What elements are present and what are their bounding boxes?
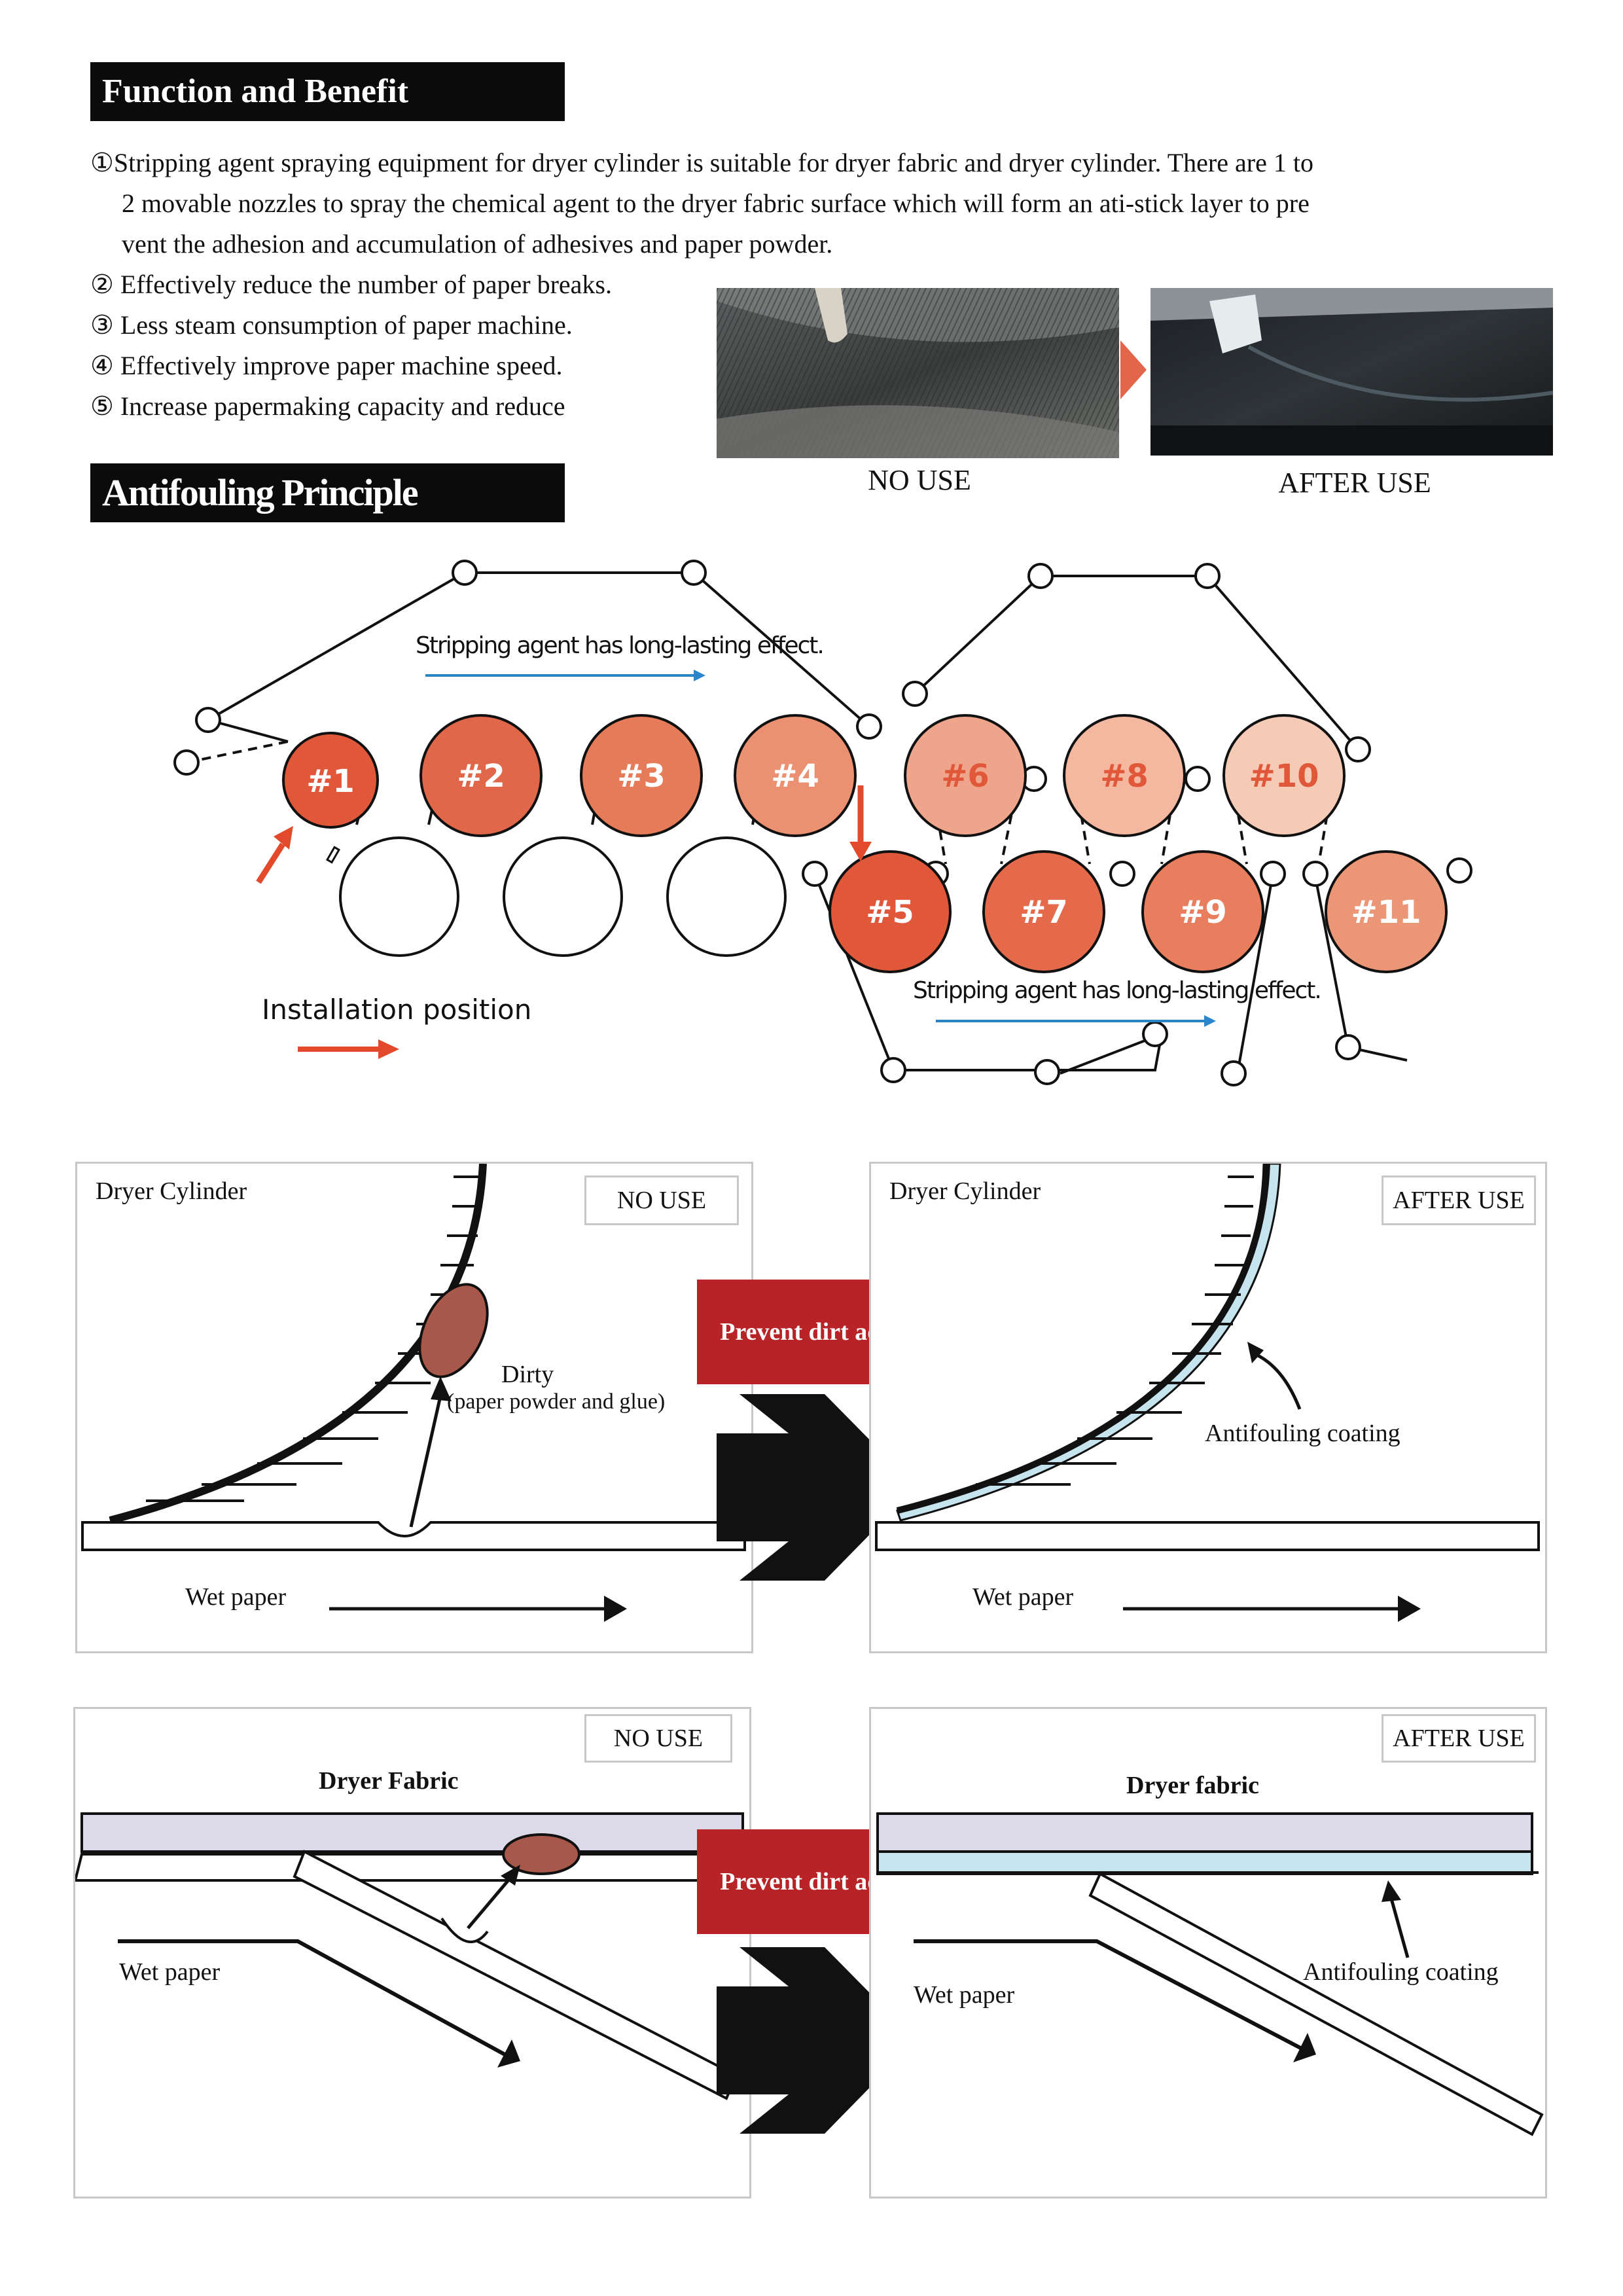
benefit-item: ⑤ Increase papermaking capacity and redu… xyxy=(90,386,719,427)
cylinder-10 xyxy=(1222,714,1346,837)
intro-text-1: Stripping agent spraying equipment for d… xyxy=(113,148,1313,177)
cylinder-5 xyxy=(829,850,952,973)
cylinder-group xyxy=(282,714,1448,973)
coating-label: Antifouling coating xyxy=(1303,1958,1499,1986)
benefit-item: ④ Effectively improve paper machine spee… xyxy=(90,346,719,386)
cylinder-7 xyxy=(982,850,1105,973)
cylinder-panel-title: Dryer Cylinder xyxy=(889,1177,1041,1205)
cylinder-4 xyxy=(734,714,857,837)
benefit-marker: ⑤ xyxy=(90,391,114,421)
intro-text-3: vent the adhesion and accumulation of ad… xyxy=(122,229,833,259)
big-arrow-fabric xyxy=(717,1947,916,2134)
dirty-note: (paper powder and glue) xyxy=(447,1390,666,1414)
effect-text-top: Stripping agent has long-lasting effect. xyxy=(416,632,823,659)
cylinder-3 xyxy=(580,714,703,837)
cylinder-label-2: #2 xyxy=(457,758,505,795)
fabric-panel-tag: AFTER USE xyxy=(1382,1714,1536,1763)
benefit-marker: ② xyxy=(90,270,114,299)
benefit-marker: ④ xyxy=(90,351,114,380)
benefit-text: Effectively reduce the number of paper b… xyxy=(120,270,612,299)
fabric-panel-no-use: Dryer Fabric NO USE Wet paper xyxy=(73,1707,751,2198)
wet-paper-label: Wet paper xyxy=(914,1981,1015,2009)
after-photo-image xyxy=(1150,288,1553,456)
intro-line-1: ①Stripping agent spraying equipment for … xyxy=(90,143,1530,183)
wet-paper-label: Wet paper xyxy=(185,1583,287,1611)
cylinder-label-7: #7 xyxy=(1020,894,1068,931)
benefit-text: Less steam consumption of paper machine. xyxy=(120,310,573,340)
benefit-item: ③ Less steam consumption of paper machin… xyxy=(90,305,719,346)
intro-marker: ① xyxy=(90,148,114,177)
big-arrow-cylinder xyxy=(717,1394,916,1581)
photo-transition-arrow xyxy=(1120,340,1147,399)
benefit-text: Effectively improve paper machine speed. xyxy=(120,351,563,380)
cylinder-label-9: #9 xyxy=(1179,894,1227,931)
effect-arrowhead-top xyxy=(694,670,705,681)
benefit-marker: ③ xyxy=(90,310,114,340)
installation-arrow-1 xyxy=(256,826,293,884)
intro-paragraph: ①Stripping agent spraying equipment for … xyxy=(90,143,1530,264)
dirty-label: Dirty xyxy=(501,1361,554,1388)
cylinder-panel-no-use: Dryer Cylinder NO USE Dirty (paper powde… xyxy=(75,1162,753,1653)
installation-label: Installation position xyxy=(262,994,531,1026)
coating-label: Antifouling coating xyxy=(1205,1420,1400,1447)
cylinder-label-6: #6 xyxy=(941,758,990,795)
wet-paper-label: Wet paper xyxy=(972,1583,1074,1611)
fabric-panel-after-use: Dryer fabric AFTER USE Antifouling coati… xyxy=(869,1707,1547,2198)
fabric-panel-title: Dryer Fabric xyxy=(319,1767,459,1795)
legend-arrowhead xyxy=(378,1039,399,1059)
cylinder-label-8: #8 xyxy=(1100,758,1149,795)
cylinder-11 xyxy=(1325,850,1448,973)
before-caption: NO USE xyxy=(868,464,971,496)
cylinder-1 xyxy=(282,732,379,829)
cylinder-label-10: #10 xyxy=(1249,758,1319,795)
wet-paper-label: Wet paper xyxy=(119,1958,221,1986)
cylinder-label-4: #4 xyxy=(771,758,819,795)
effect-arrowhead-bottom xyxy=(1204,1015,1216,1027)
cylinder-label-5: #5 xyxy=(866,894,914,931)
cylinder-label-3: #3 xyxy=(617,758,666,795)
cylinder-panel-tag: NO USE xyxy=(584,1175,739,1225)
benefit-item: ② Effectively reduce the number of paper… xyxy=(90,264,719,305)
fabric-panel-title: Dryer fabric xyxy=(1126,1772,1259,1799)
cylinder-2 xyxy=(419,714,543,837)
benefit-text: Increase papermaking capacity and reduce xyxy=(120,391,565,421)
installation-arrow-2 xyxy=(849,785,872,861)
effect-text-bottom: Stripping agent has long-lasting effect. xyxy=(913,977,1321,1004)
cylinder-6 xyxy=(904,714,1027,837)
intro-line-2: 2 movable nozzles to spray the chemical … xyxy=(90,183,1530,224)
cylinder-panel-tag: AFTER USE xyxy=(1382,1175,1536,1225)
cylinder-panel-title: Dryer Cylinder xyxy=(96,1177,247,1205)
function-heading: Function and Benefit xyxy=(90,62,565,121)
after-caption: AFTER USE xyxy=(1278,467,1431,499)
after-photo xyxy=(1150,288,1553,456)
cylinder-label-11: #11 xyxy=(1351,894,1421,931)
cylinder-label-1: #1 xyxy=(306,763,355,800)
before-photo-image xyxy=(717,288,1119,458)
intro-line-3: vent the adhesion and accumulation of ad… xyxy=(90,224,1530,264)
benefit-list: ② Effectively reduce the number of paper… xyxy=(90,264,719,427)
cylinder-8 xyxy=(1063,714,1186,837)
dryer-section-diagram: #1 #2 #3 #4 #5 #6 #7 #8 #9 #10 #11 Strip… xyxy=(173,560,1472,1086)
antifouling-heading: Antifouling Principle xyxy=(90,463,565,522)
before-photo xyxy=(717,288,1119,458)
cylinder-9 xyxy=(1141,850,1264,973)
intro-text-2: 2 movable nozzles to spray the chemical … xyxy=(122,188,1310,218)
cylinder-panel-after-use: Dryer Cylinder AFTER USE Antifouling coa… xyxy=(869,1162,1547,1653)
fabric-panel-tag: NO USE xyxy=(584,1714,732,1763)
